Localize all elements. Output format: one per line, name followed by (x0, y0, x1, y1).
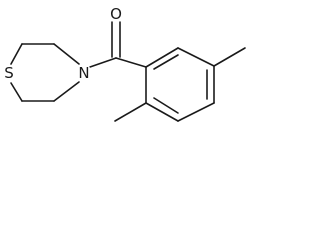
bond-s-c-lower (10, 82, 23, 102)
amide-linkage (89, 21, 147, 68)
nitrogen-atom-label: N (78, 64, 89, 82)
methyl-bond-lower (114, 102, 147, 122)
ring-bond-c5-c6 (145, 102, 179, 122)
oxygen-atom-label: O (110, 5, 122, 23)
ring-bond-c4-c5 (177, 102, 215, 122)
bond-c-s-upper (10, 43, 23, 65)
ring-inner-double-top (153, 54, 179, 70)
bond-carbonyl-to-ring (115, 57, 147, 68)
ring-bond-c2-c3 (177, 47, 215, 67)
chemical-structure: O N S (1, 5, 246, 122)
ring-inner-double-bottom (153, 97, 179, 114)
bond-c-n-lower-right (53, 81, 80, 102)
sulfur-atom-label: S (4, 64, 14, 82)
bond-n-c-upper-right (53, 43, 80, 65)
methyl-bond-upper (213, 47, 246, 67)
bond-n-carbonyl-carbon (89, 57, 117, 68)
methyl-groups (114, 47, 246, 122)
ring-bond-c1-c2 (145, 47, 179, 68)
atom-labels: O N S (1, 5, 124, 82)
thiomorpholine-ring (10, 43, 80, 102)
benzene-ring (145, 47, 215, 122)
